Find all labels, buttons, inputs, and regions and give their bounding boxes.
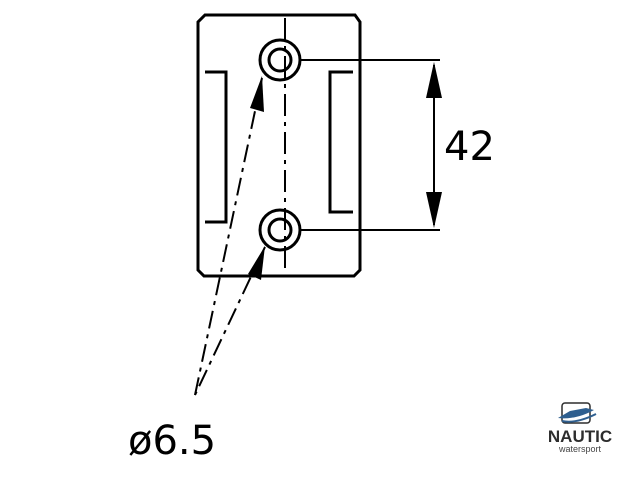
left-slot — [205, 70, 228, 224]
logo-tagline: watersport — [558, 444, 602, 454]
leader-arrow-bottom-icon — [248, 246, 265, 280]
hole-diameter-dimension: ø6.5 — [128, 418, 217, 464]
top-hole-inner — [267, 47, 293, 73]
nautic-logo: NAUTIC watersport — [540, 402, 620, 454]
spacing-dimension: 42 — [444, 124, 495, 170]
arrow-down-icon — [426, 192, 442, 228]
bottom-hole-inner — [267, 217, 293, 243]
boat-logo-icon — [558, 402, 597, 424]
leader-arrow-top-icon — [250, 76, 264, 112]
leader-top — [194, 77, 263, 396]
logo-brand: NAUTIC — [547, 427, 613, 446]
arrow-up-icon — [426, 62, 442, 98]
top-hole — [258, 38, 302, 82]
right-slot — [328, 70, 353, 214]
body-outline — [196, 13, 362, 278]
bottom-hole — [258, 208, 302, 252]
